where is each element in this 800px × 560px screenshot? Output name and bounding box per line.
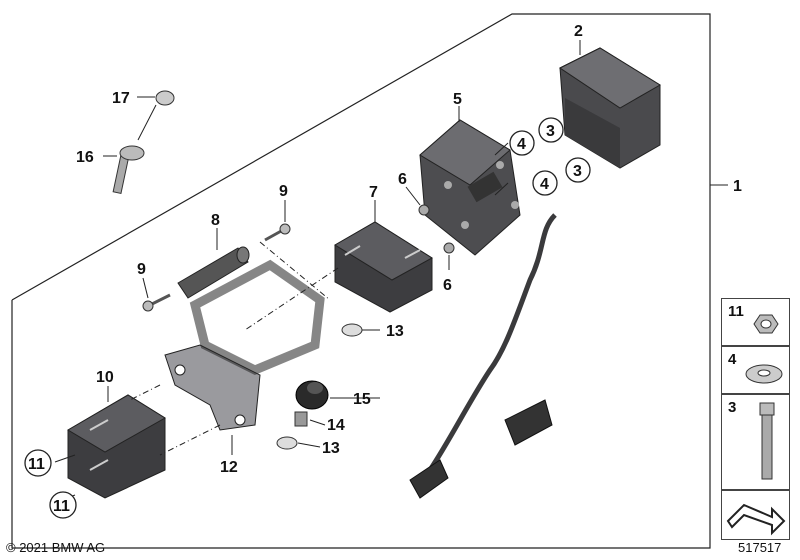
legend-nut: 11 [721,298,790,346]
diagram-number: 517517 [738,540,782,555]
cable-connector-2[interactable] [504,399,553,446]
callout-11a: 11 [28,456,45,473]
part-screw-16[interactable] [112,145,145,195]
callout-9a: 9 [279,183,288,200]
part-tube[interactable] [177,246,250,299]
legend-nut-number: 11 [728,303,744,320]
assembly-outline [11,13,711,549]
callout-10: 10 [96,369,114,386]
socket-screw-icon [759,402,775,480]
part-nut-6-upper[interactable] [418,204,430,216]
part-spacer[interactable] [294,411,308,427]
callout-circle-11a [24,449,52,477]
callout-2: 2 [574,23,583,40]
callout-7: 7 [369,184,378,201]
callout-11b: 11 [53,498,70,515]
legend-screw: 3 [721,394,790,490]
callout-5: 5 [453,91,462,108]
callout-12: 12 [220,459,238,476]
callout-8: 8 [211,212,220,229]
callout-circle-11b [49,491,77,519]
callout-circle-4a [509,130,535,156]
callout-13a: 13 [386,323,404,340]
legend-washer: 4 [721,346,790,394]
part-nut-6-lower[interactable] [443,242,455,254]
legend-arrow [721,490,790,540]
part-cradle[interactable] [419,119,521,256]
callout-circle-3b [565,157,591,183]
callout-circle-4b [532,170,558,196]
part-bracket[interactable] [164,259,325,431]
direction-arrow-icon [726,503,786,536]
callout-4b: 4 [540,176,549,193]
callout-13b: 13 [322,440,340,457]
callout-14: 14 [327,417,345,434]
copyright-text: © 2021 BMW AG [6,540,106,555]
legend-washer-number: 4 [728,351,737,368]
callout-17: 17 [112,90,130,107]
part-lower-damper[interactable] [67,394,166,499]
callout-3a: 3 [546,123,555,140]
callout-3b: 3 [573,163,582,180]
part-cable[interactable] [427,213,557,472]
part-cover[interactable] [559,47,661,169]
part-rubber-bush[interactable] [295,380,329,410]
part-cap-17[interactable] [155,90,175,106]
cable-connector[interactable] [409,459,449,499]
callout-9b: 9 [137,261,146,278]
callout-6a: 6 [398,171,407,188]
callout-1: 1 [733,178,742,195]
legend-screw-number: 3 [728,399,737,416]
callout-15: 15 [353,391,371,408]
part-damper-block[interactable] [334,221,433,313]
part-screw-9-upper[interactable] [264,223,291,242]
callout-circle-3a [538,117,564,143]
part-washer-13-upper[interactable] [341,323,363,337]
part-screw-9-lower[interactable] [142,293,171,312]
center-lines [129,241,339,456]
hex-nut-icon [753,314,779,334]
washer-icon [745,364,783,384]
callout-6b: 6 [443,277,452,294]
callout-4a: 4 [517,136,526,153]
callout-16: 16 [76,149,94,166]
part-washer-13-lower[interactable] [276,436,298,450]
